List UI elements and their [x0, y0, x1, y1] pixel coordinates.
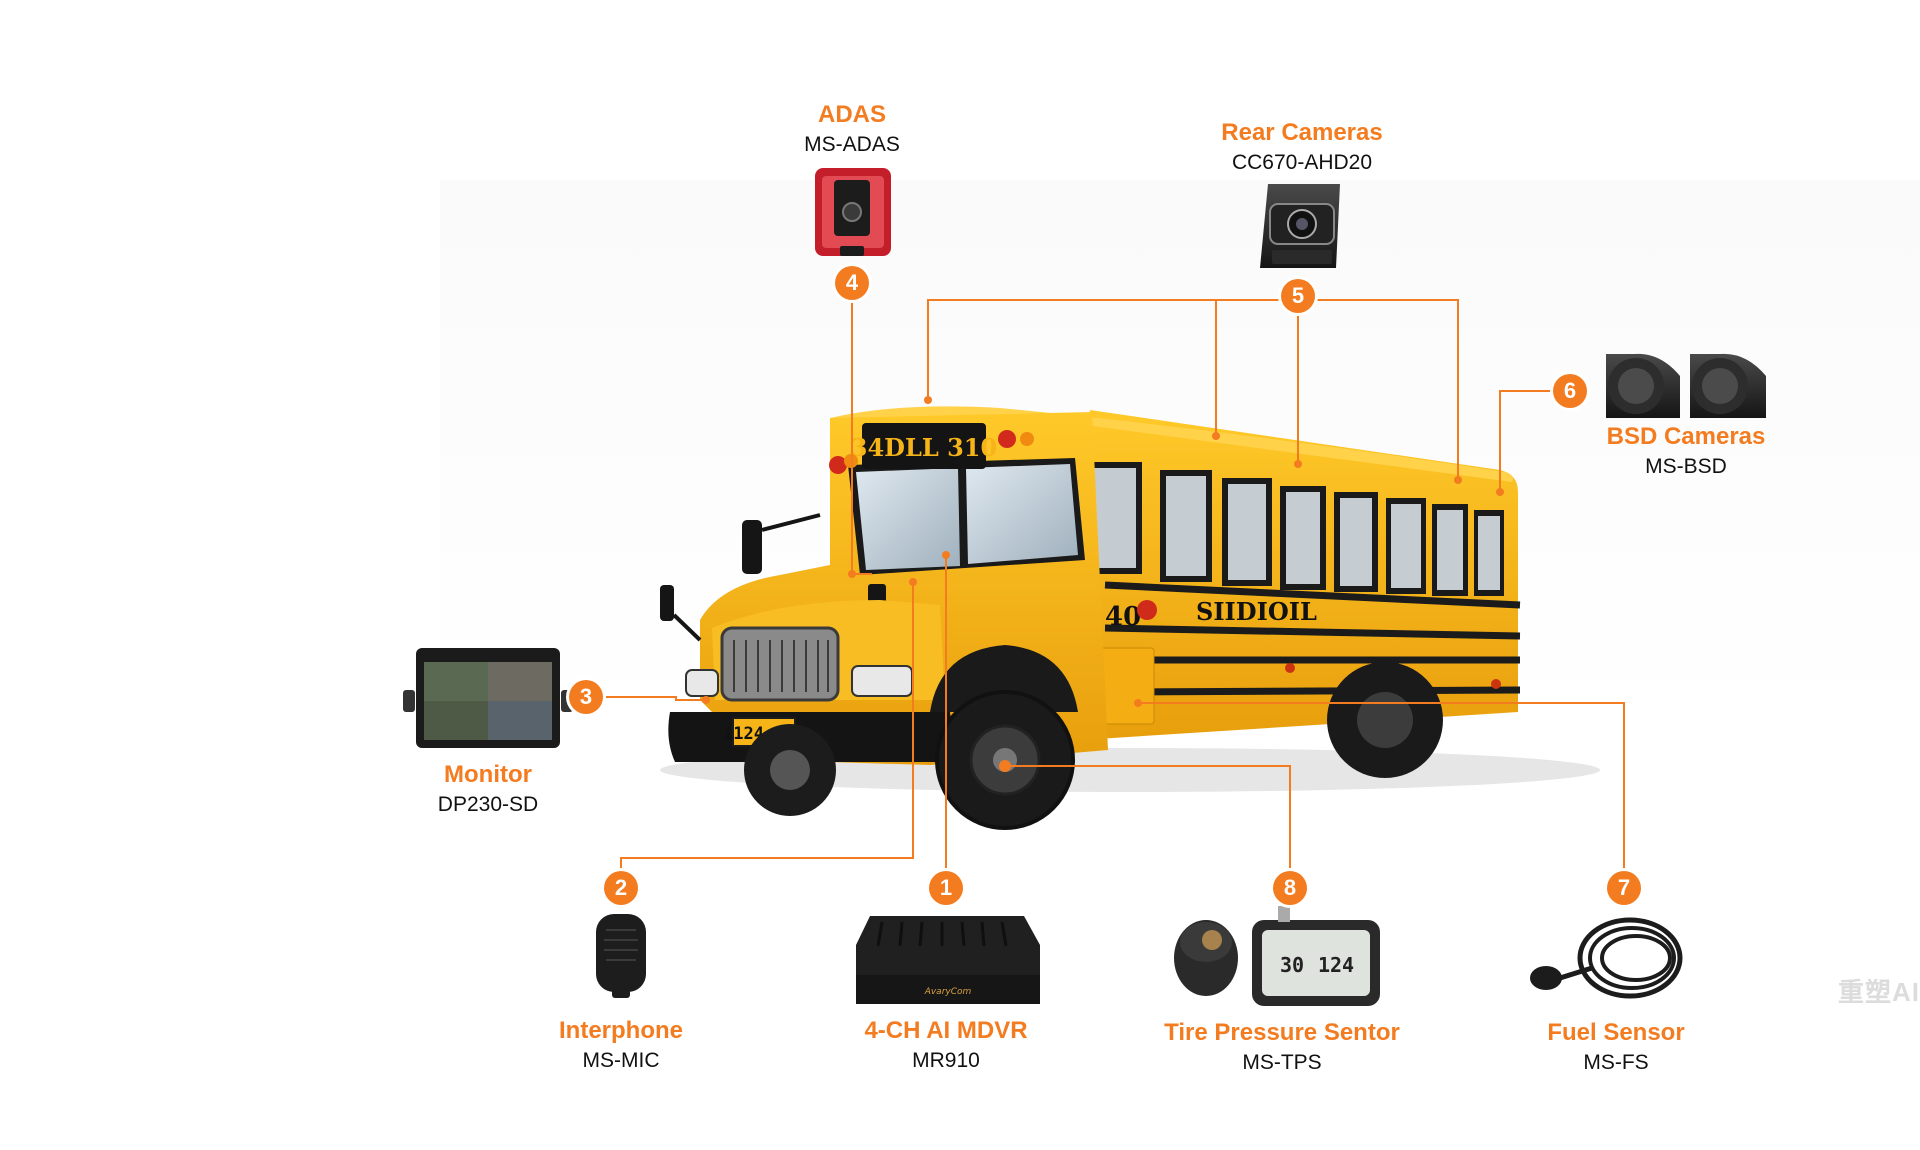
label-interphone: Interphone MS-MIC [559, 1016, 683, 1075]
component-title: Rear Cameras [1221, 119, 1383, 146]
component-title: Monitor [444, 761, 532, 788]
label-fuel-sensor: Fuel Sensor MS-FS [1547, 1018, 1684, 1077]
school-bus: 40 SIIDIOIL 34DLL 310 [660, 406, 1600, 830]
component-model: MS-FS [1583, 1051, 1649, 1074]
label-tire-pressure: Tire Pressure Sentor MS-TPS [1164, 1018, 1400, 1077]
badge-number-4: 4 [835, 266, 869, 300]
badge-number-7: 7 [1607, 871, 1641, 905]
label-adas: ADAS MS-ADAS [804, 100, 900, 159]
component-model: MS-BSD [1645, 455, 1727, 478]
badge-number-1: 1 [929, 871, 963, 905]
tpms-readout-left: 30 [1280, 953, 1304, 977]
label-rear-cameras: Rear Cameras CC670-AHD20 [1221, 118, 1382, 177]
adas-camera-icon [815, 168, 891, 256]
mdvr-brand-label: AvaryCom [924, 987, 972, 997]
component-model: CC670-AHD20 [1231, 151, 1373, 174]
watermark-text: 重塑AI [1837, 977, 1920, 1007]
component-title: Interphone [559, 1017, 683, 1044]
component-title: 4-CH AI MDVR [864, 1017, 1028, 1044]
bus-destination-sign: 34DLL 310 [851, 433, 997, 462]
component-title: Fuel Sensor [1547, 1019, 1685, 1046]
badge-number-6: 6 [1553, 374, 1587, 408]
label-bsd-cameras: BSD Cameras MS-BSD [1607, 422, 1766, 481]
component-title: ADAS [817, 101, 886, 128]
bus-side-number: 40 [1105, 602, 1141, 632]
component-model: MS-TPS [1242, 1051, 1322, 1074]
monitor-icon [403, 648, 573, 748]
badge-number-2: 2 [604, 871, 638, 905]
component-model: MS-MIC [582, 1049, 660, 1072]
badge-number-8: 8 [1273, 871, 1307, 905]
tpms-readout-right: 124 [1318, 953, 1354, 977]
badge-number-3: 3 [569, 680, 603, 714]
mdvr-icon: AvaryCom [856, 916, 1040, 1004]
bsd-cameras-icon [1606, 353, 1766, 418]
badge-number-5: 5 [1281, 279, 1315, 313]
rear-camera-icon [1260, 184, 1340, 268]
label-mdvr: 4-CH AI MDVR MR910 [864, 1016, 1027, 1075]
component-model: MS-ADAS [804, 133, 900, 156]
component-title: Tire Pressure Sentor [1164, 1019, 1400, 1046]
component-model: DP230-SD [437, 793, 539, 816]
tpms-icon: 30 124 [1174, 906, 1380, 1006]
fuel-sensor-icon [1530, 917, 1683, 999]
bus-side-lettering: SIIDIOIL [1196, 597, 1317, 626]
interphone-icon [596, 914, 646, 998]
label-monitor: Monitor DP230-SD [438, 760, 538, 819]
component-title: BSD Cameras [1606, 423, 1766, 450]
component-model: MR910 [912, 1049, 980, 1072]
connector-dots [702, 396, 1504, 772]
connector-lines [604, 299, 1625, 878]
